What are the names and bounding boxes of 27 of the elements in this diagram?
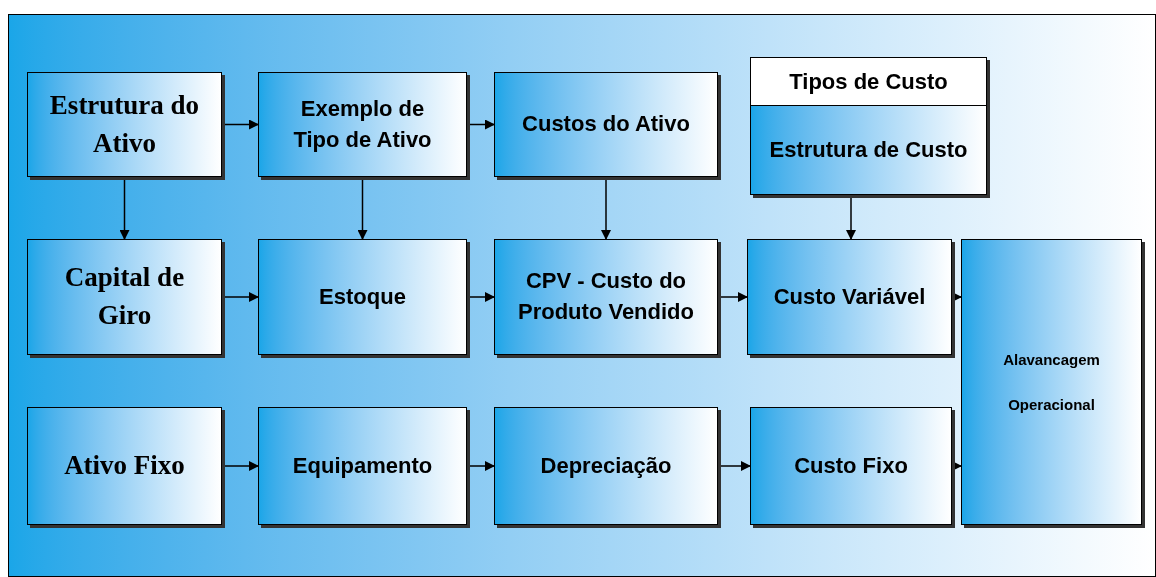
process-box [258,72,467,177]
box-label: Depreciação [539,451,673,480]
box-label: Custos do Ativo [521,110,691,139]
box-label: Capital de Giro [63,261,186,332]
process-box [27,72,222,177]
process-box [258,407,467,525]
box-heading: Tipos de Custo [751,58,986,106]
box-label: Custo Fixo [793,451,909,480]
process-box [494,239,718,355]
process-box [750,407,952,525]
box-label: CPV - Custo do Produto Vendido [517,267,695,326]
process-box [27,407,222,525]
box-label: Equipamento [291,451,434,480]
box-label: Estoque [318,282,407,311]
process-box [27,239,222,355]
box-label: Custo Variável [772,282,927,311]
box-label: Estrutura do Ativo [48,88,201,160]
box-label: Estrutura de Custo [768,135,969,164]
box-label: Exemplo de Tipo de Ativo [292,94,433,154]
process-box [258,239,467,355]
box-label: Ativo Fixo [63,449,186,483]
process-box [961,239,1142,525]
process-box [494,72,718,177]
box-label: Alavancagem Operacional [1002,350,1101,415]
process-box [494,407,718,525]
process-box [750,57,987,195]
process-box [747,239,952,355]
